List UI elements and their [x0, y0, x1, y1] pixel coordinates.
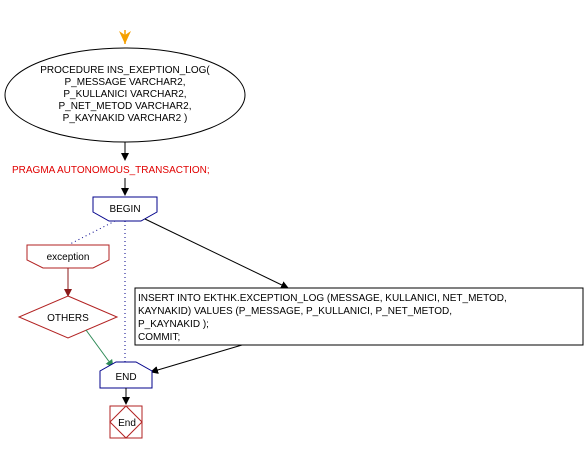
exception-block	[26, 244, 110, 269]
procedure-line-4: P_NET_METOD VARCHAR2,	[59, 101, 192, 112]
connector-others-end	[85, 329, 114, 368]
begin-label: BEGIN	[109, 204, 140, 215]
exception-label: exception	[47, 252, 90, 263]
begin-block	[92, 196, 158, 222]
end-terminal	[109, 405, 143, 439]
insert-statement-box	[134, 287, 584, 346]
end-terminal-label: End	[118, 418, 136, 429]
procedure-line-5: P_KAYNAKID VARCHAR2 )	[63, 113, 188, 124]
connector-begin-exception	[69, 220, 116, 245]
end-label: END	[115, 372, 136, 383]
start-arrow	[119, 30, 131, 44]
others-diamond	[17, 295, 119, 339]
insert-line-1: INSERT INTO EKTHK.EXCEPTION_LOG (MESSAGE…	[138, 293, 507, 304]
insert-line-2: KAYNAKID) VALUES (P_MESSAGE, P_KULLANICI…	[138, 306, 452, 317]
procedure-line-2: P_MESSAGE VARCHAR2,	[65, 77, 186, 88]
end-block	[99, 361, 153, 389]
pragma-text: PRAGMA AUTONOMOUS_TRANSACTION;	[12, 165, 210, 176]
insert-line-4: COMMIT;	[138, 332, 180, 343]
connector-begin-insert	[144, 218, 289, 289]
procedure-line-3: P_KULLANICI VARCHAR2,	[63, 89, 186, 100]
procedure-line-1: PROCEDURE INS_EXEPTION_LOG(	[40, 65, 210, 76]
insert-line-3: P_KAYNAKID );	[138, 319, 209, 330]
others-label: OTHERS	[47, 313, 89, 324]
connector-insert-end	[150, 344, 243, 374]
